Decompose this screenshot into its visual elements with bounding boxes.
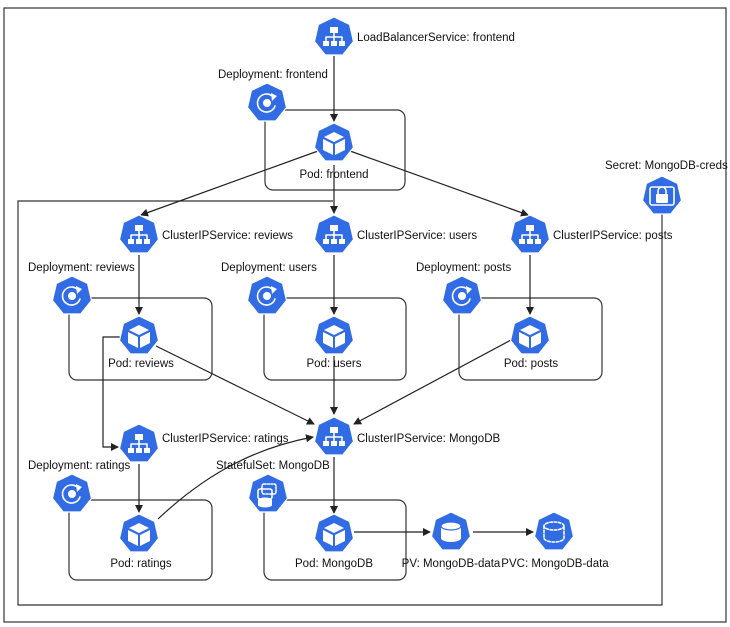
pod-posts-label: Pod: posts bbox=[504, 358, 559, 370]
cluster-frame bbox=[17, 200, 663, 606]
dep-ratings-deployment-icon[interactable] bbox=[51, 473, 93, 513]
svc-mongodb-service-icon[interactable] bbox=[313, 416, 355, 456]
edge-pod-posts-mongo bbox=[353, 339, 512, 425]
secret-mongodb-creds-secret-icon[interactable] bbox=[641, 175, 683, 215]
pod-frontend-pod-icon[interactable] bbox=[313, 122, 355, 162]
pod-users-label: Pod: users bbox=[307, 358, 362, 370]
group-mongodb bbox=[263, 499, 407, 581]
dep-reviews-label: Deployment: reviews bbox=[28, 262, 135, 274]
pod-reviews-pod-icon[interactable] bbox=[118, 315, 160, 355]
group-frontend bbox=[264, 109, 406, 191]
lb-frontend-service-icon[interactable] bbox=[313, 16, 355, 56]
edge-frontend-posts bbox=[349, 150, 529, 217]
svc-reviews-service-icon[interactable] bbox=[118, 214, 160, 254]
svc-ratings-label: ClusterIPService: ratings bbox=[162, 433, 289, 445]
sts-mongodb-label: StatefulSet: MongoDB bbox=[216, 460, 330, 472]
sts-mongodb-statefulset-icon[interactable] bbox=[247, 473, 289, 513]
secret-label: Secret: MongoDB-creds bbox=[605, 160, 728, 172]
lb-frontend-label: LoadBalancerService: frontend bbox=[357, 32, 515, 44]
svc-mongodb-label: ClusterIPService: MongoDB bbox=[357, 433, 500, 445]
dep-users-label: Deployment: users bbox=[221, 262, 317, 274]
outer-frame bbox=[3, 7, 727, 623]
pod-ratings-label: Pod: ratings bbox=[110, 558, 172, 570]
pvc-mongodb-data-persistent-volume-claim-icon[interactable] bbox=[533, 511, 575, 551]
dep-frontend-deployment-icon[interactable] bbox=[246, 82, 288, 122]
pvc-label: PVC: MongoDB-data bbox=[501, 558, 609, 570]
group-users bbox=[263, 297, 407, 381]
group-reviews bbox=[68, 297, 213, 381]
pod-mongodb-pod-icon[interactable] bbox=[313, 513, 355, 553]
pod-frontend-label: Pod: frontend bbox=[299, 169, 368, 181]
pod-ratings-pod-icon[interactable] bbox=[118, 513, 160, 553]
edge-frontend-reviews bbox=[140, 150, 319, 217]
dep-frontend-label: Deployment: frontend bbox=[218, 69, 328, 81]
dep-users-deployment-icon[interactable] bbox=[246, 275, 288, 315]
pod-mongodb-label: Pod: MongoDB bbox=[295, 558, 373, 570]
svc-posts-service-icon[interactable] bbox=[509, 214, 551, 254]
group-ratings bbox=[68, 499, 213, 581]
dep-posts-deployment-icon[interactable] bbox=[441, 275, 483, 315]
svc-ratings-service-icon[interactable] bbox=[118, 423, 160, 463]
pv-mongodb-data-persistent-volume-icon[interactable] bbox=[430, 511, 472, 551]
svc-reviews-label: ClusterIPService: reviews bbox=[162, 230, 293, 242]
pod-users-pod-icon[interactable] bbox=[313, 315, 355, 355]
pod-posts-pod-icon[interactable] bbox=[509, 315, 551, 355]
svc-users-label: ClusterIPService: users bbox=[357, 230, 477, 242]
svc-users-service-icon[interactable] bbox=[313, 214, 355, 254]
edge-pod-reviews-ratings bbox=[102, 336, 120, 451]
pod-reviews-label: Pod: reviews bbox=[108, 358, 174, 370]
dep-posts-label: Deployment: posts bbox=[416, 262, 511, 274]
edge-pod-ratings-mongo bbox=[157, 434, 314, 520]
svc-posts-label: ClusterIPService: posts bbox=[553, 230, 673, 242]
pv-label: PV: MongoDB-data bbox=[402, 558, 501, 570]
edge-pod-reviews-mongo bbox=[155, 345, 315, 425]
dep-reviews-deployment-icon[interactable] bbox=[51, 275, 93, 315]
dep-ratings-label: Deployment: ratings bbox=[28, 460, 131, 472]
